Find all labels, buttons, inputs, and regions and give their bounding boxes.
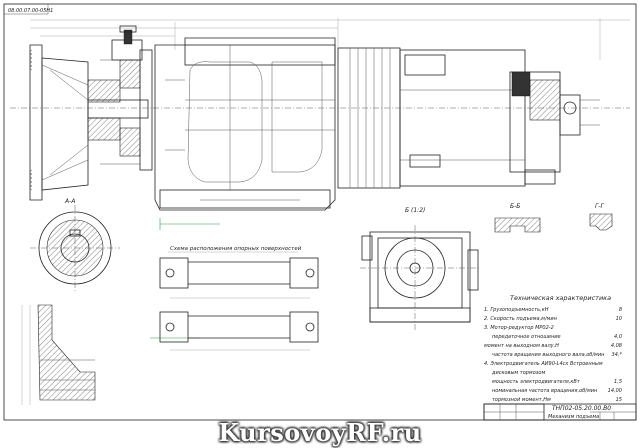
section-aa-label: А-А bbox=[64, 198, 75, 205]
watermark: KursovoyRF.ru bbox=[0, 418, 640, 448]
tech-line: момент на выходном валу,Н bbox=[484, 343, 559, 349]
annotation-leaders bbox=[150, 218, 220, 339]
tech-line: передаточное отношение bbox=[492, 334, 561, 340]
view-b-label: Б (1:2) bbox=[405, 207, 425, 214]
section-bb-label: Б-Б bbox=[510, 203, 520, 210]
gearbox bbox=[154, 37, 336, 211]
hub-shaft bbox=[87, 49, 153, 171]
title-block-code: ТНП02-05.20.00.В0 bbox=[552, 405, 611, 412]
section-aa: А-А bbox=[30, 198, 120, 292]
tech-characteristics: Техническая характеристика 1. Грузоподъе… bbox=[484, 294, 622, 403]
stamp-box bbox=[3, 3, 49, 15]
tech-line: 4. Электродвигатель АИ90-L4сх Встроенным bbox=[484, 361, 603, 367]
tech-value: 15 bbox=[616, 397, 622, 403]
motor bbox=[337, 47, 600, 189]
title-block-name: Механизм подъема bbox=[548, 414, 599, 420]
tech-lines: 1. Грузоподъемность,кН 8 2. Скорость под… bbox=[484, 307, 622, 403]
tech-line: мощность электродвигателя,кВт bbox=[492, 379, 581, 385]
tech-title: Техническая характеристика bbox=[510, 294, 611, 302]
tech-value: 14,00 bbox=[608, 388, 622, 394]
tech-value: 8 bbox=[619, 307, 622, 313]
top-dimensions bbox=[30, 18, 630, 60]
tech-line: номинальная частота вращения,об/мин bbox=[492, 388, 598, 394]
tech-value: 1,5 bbox=[614, 379, 622, 385]
watermark-main: Kursovoy bbox=[218, 418, 347, 447]
view-b: Б (1:2) bbox=[360, 207, 480, 330]
stamp-code: 08.00.07.00-05Н1 bbox=[8, 8, 53, 14]
tech-line: тормозной момент,Нм bbox=[492, 397, 551, 403]
tech-line: 3. Мотор-редуктор МР02-2 bbox=[484, 325, 554, 331]
hook-detail bbox=[21, 304, 96, 405]
title-block: ТНП02-05.20.00.В0 Механизм подъема bbox=[483, 403, 637, 421]
tech-line: 1. Грузоподъемность,кН bbox=[484, 307, 549, 313]
bearing-housing bbox=[100, 25, 143, 165]
tech-value: 10 bbox=[616, 316, 622, 322]
drum bbox=[10, 44, 630, 201]
support-caption: Схема расположения опорных поверхностей bbox=[170, 246, 302, 252]
section-gg: Г-Г bbox=[589, 203, 613, 231]
sheet-frame bbox=[3, 3, 637, 421]
watermark-text: KursovoyRF.ru bbox=[0, 418, 640, 447]
tech-value: 4,0 bbox=[614, 334, 622, 340]
tech-value: 4,08 bbox=[611, 343, 622, 349]
tech-value: 34,* bbox=[612, 352, 623, 358]
support-scheme: Схема расположения опорных поверхностей bbox=[159, 246, 319, 351]
watermark-rf: RF bbox=[346, 418, 382, 447]
section-bb: Б-Б bbox=[494, 203, 541, 233]
watermark-suffix: .ru bbox=[381, 418, 422, 447]
tech-line: дисковым тормозом bbox=[491, 370, 545, 376]
tech-line: частота вращения выходного вала,об/мин bbox=[492, 352, 605, 358]
tech-line: 2. Скорость подъема,м/мин bbox=[484, 316, 558, 322]
section-gg-label: Г-Г bbox=[595, 203, 605, 210]
